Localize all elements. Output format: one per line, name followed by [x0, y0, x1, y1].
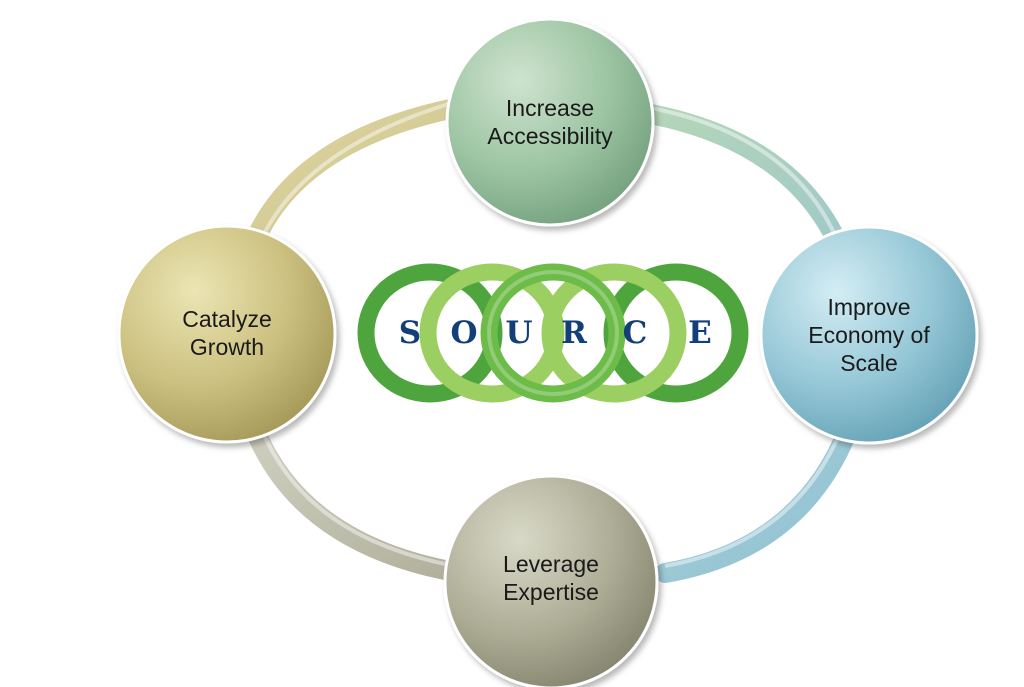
node-circle-bottom: [443, 474, 659, 687]
node-label-top: Increase Accessibility: [460, 82, 640, 162]
node-bottom-line-2: Expertise: [503, 579, 599, 605]
ring-segment-bottom-left: [245, 420, 455, 580]
logo-letter-e: E: [688, 315, 712, 351]
node-circle-right: [759, 225, 979, 445]
logo-letter-u: U: [505, 315, 533, 351]
node-right-line-3: Scale: [840, 350, 898, 376]
source-logo-rings: [357, 263, 749, 403]
ring-segment-top-right: [630, 102, 855, 270]
logo-ring-3: [480, 263, 626, 403]
node-right-line-2: Economy of: [808, 322, 930, 348]
logo-letter-s: S: [398, 315, 422, 351]
cycle-ring: [245, 98, 858, 583]
logo-letter-r: R: [561, 315, 587, 351]
node-label-bottom: Leverage Expertise: [461, 538, 641, 618]
logo-ring-4: [541, 263, 687, 403]
logo-letter-o: O: [450, 315, 478, 351]
logo-letter-c: C: [622, 315, 648, 351]
node-label-left: Catalyze Growth: [137, 293, 317, 373]
node-left-line-2: Growth: [189, 334, 265, 360]
node-right-line-1: Improve: [827, 294, 911, 320]
ring-segment-top-left: [245, 98, 465, 250]
node-bottom-line-1: Leverage: [503, 551, 599, 577]
node-circle-left: [117, 224, 337, 444]
node-left-line-1: Catalyze: [182, 306, 272, 332]
ring-segment-bottom-right: [655, 420, 858, 583]
node-label-right: Improve Economy of Scale: [779, 285, 959, 385]
node-top-line-1: Increase: [505, 95, 595, 121]
node-top-line-2: Accessibility: [487, 123, 613, 149]
node-circle-top: [445, 17, 655, 227]
